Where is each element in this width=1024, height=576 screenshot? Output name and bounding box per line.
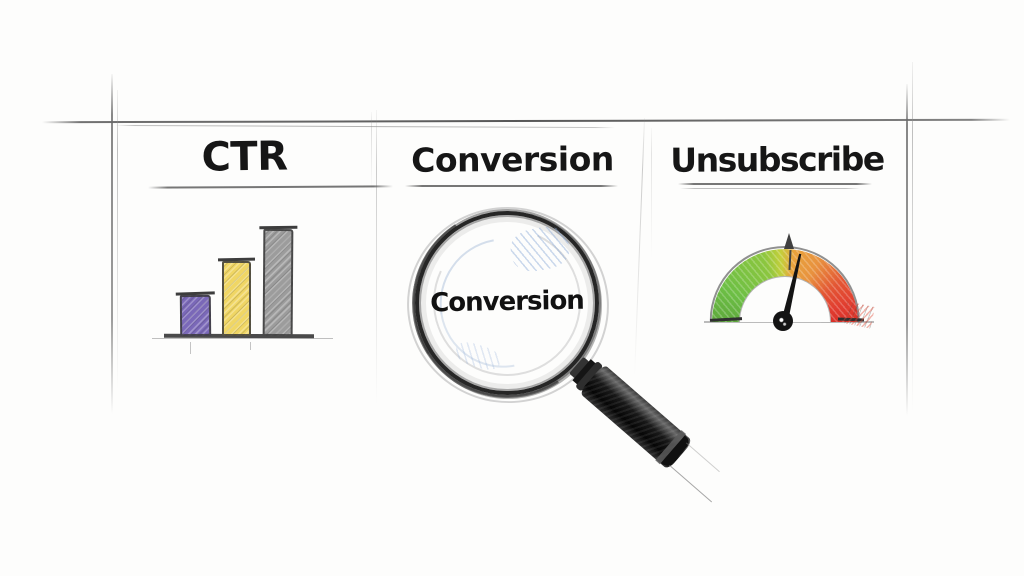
gauge-red-scribble xyxy=(843,301,875,329)
underline-ctr xyxy=(147,185,394,189)
bar-gray xyxy=(262,228,294,337)
handle-sketch-overshoot-1 xyxy=(669,464,713,503)
lens-rim xyxy=(415,211,599,395)
underline-conversion xyxy=(405,185,618,187)
frame-right-line-second-stroke xyxy=(912,62,913,412)
gauge-marker-pin-head xyxy=(784,233,794,249)
bar-purple xyxy=(179,294,212,337)
underline-unsubscribe-second-stroke xyxy=(680,188,860,189)
underline-unsubscribe xyxy=(678,183,872,185)
lens-label: Conversion xyxy=(429,285,585,319)
bar-chart-baseline-faint xyxy=(152,337,333,339)
handle-sketch-overshoot-2 xyxy=(685,442,720,473)
frame-top-line-second-stroke xyxy=(115,124,615,129)
bar-yellow xyxy=(222,261,251,336)
magnifier-handle xyxy=(563,350,740,511)
divider-conversion-unsubscribe-second-stroke xyxy=(651,128,652,258)
frame-left-line xyxy=(111,74,113,414)
column-header-ctr: CTR xyxy=(201,133,288,181)
ctr-bar-chart xyxy=(150,200,335,354)
bar-chart-stray-tick-1 xyxy=(190,342,191,354)
gauge-pivot xyxy=(773,311,793,331)
frame-right-line xyxy=(906,84,908,416)
bar-chart-stray-tick-2 xyxy=(250,342,251,350)
column-header-conversion: Conversion xyxy=(411,139,614,180)
divider-ctr-conversion xyxy=(376,110,377,405)
divider-ctr-conversion-second-stroke xyxy=(371,112,372,192)
frame-left-line-second-stroke xyxy=(117,90,118,390)
column-header-unsubscribe: Unsubscribe xyxy=(670,139,884,180)
frame-top-line xyxy=(41,118,1011,124)
